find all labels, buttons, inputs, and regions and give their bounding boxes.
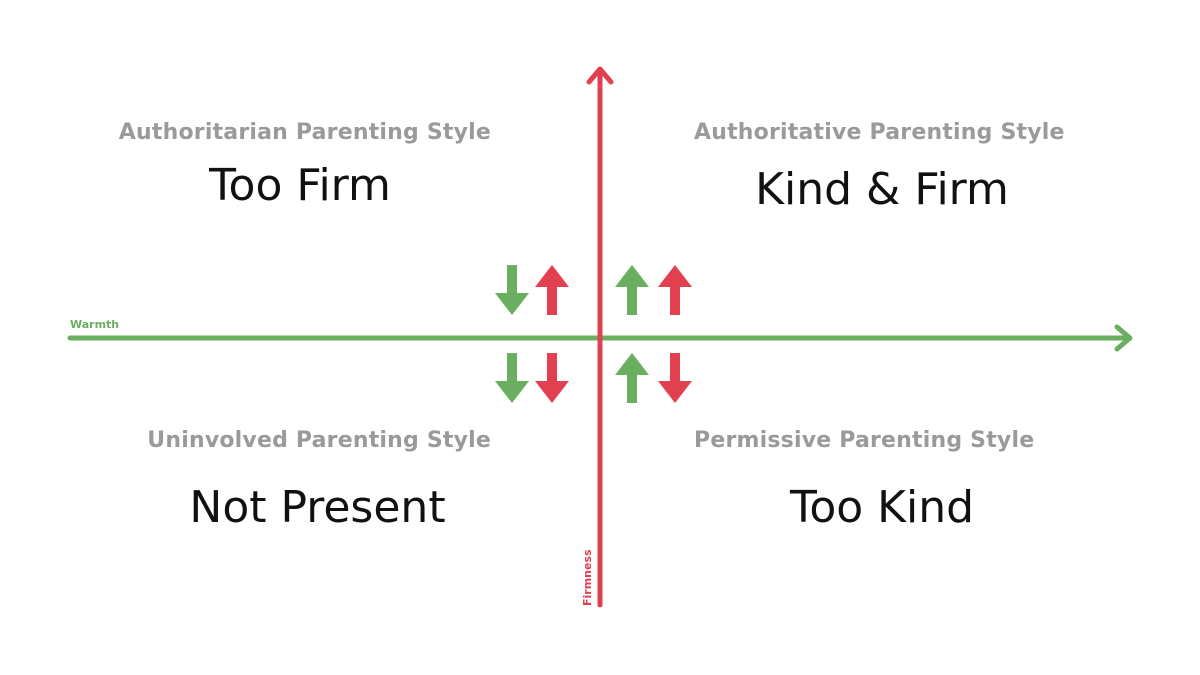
warmth-axis-arrowhead bbox=[1114, 324, 1133, 352]
firmness-up-arrow-icon-top-left bbox=[535, 265, 569, 315]
quadrant-bottom-right-outcome: Too Kind bbox=[789, 482, 975, 533]
quadrant-top-right-outcome: Kind & Firm bbox=[755, 164, 1009, 215]
firmness-down-arrow-icon-bottom-left bbox=[535, 353, 569, 403]
quadrant-top-left-style: Authoritarian Parenting Style bbox=[118, 120, 491, 145]
firmness-axis-arrowhead bbox=[586, 66, 614, 85]
firmness-axis-label: Firmness bbox=[581, 549, 594, 606]
quadrant-bottom-left-outcome: Not Present bbox=[189, 482, 446, 533]
warmth-up-arrow-icon-top-right bbox=[615, 265, 649, 315]
firmness-down-arrow-icon-bottom-right bbox=[658, 353, 692, 403]
quadrant-bottom-left-style: Uninvolved Parenting Style bbox=[147, 428, 491, 453]
quadrant-top-right-style: Authoritative Parenting Style bbox=[694, 120, 1065, 145]
quadrant-bottom-right-style: Permissive Parenting Style bbox=[694, 428, 1035, 453]
warmth-down-arrow-icon-bottom-left bbox=[495, 353, 529, 403]
warmth-up-arrow-icon-bottom-right bbox=[615, 353, 649, 403]
quadrant-top-left-outcome: Too Firm bbox=[209, 160, 391, 211]
firmness-up-arrow-icon-top-right bbox=[658, 265, 692, 315]
warmth-down-arrow-icon-top-left bbox=[495, 265, 529, 315]
warmth-axis-label: Warmth bbox=[70, 318, 119, 331]
